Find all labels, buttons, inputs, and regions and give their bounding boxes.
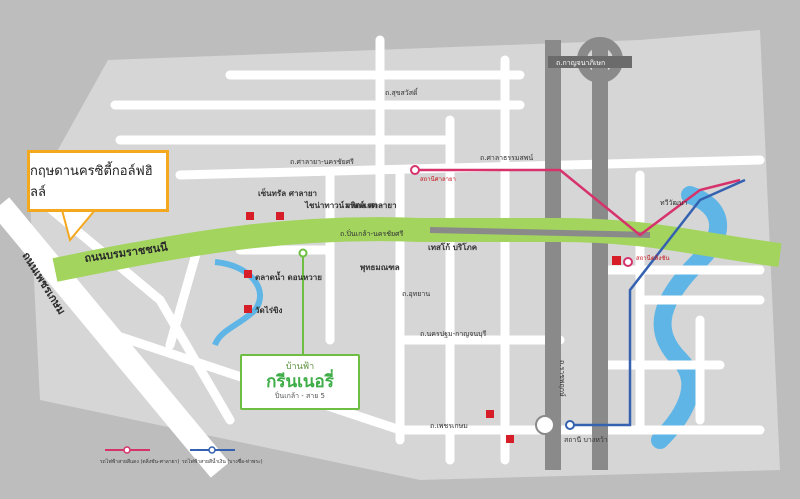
river-west [212,259,263,347]
legend: รถไฟฟ้าสายสีแดง (ตลิ่งชัน-ศาลายา) รถไฟฟ้… [100,446,263,465]
label-salaya-market: ตลาดน้ำ ดอนหวาย [255,271,322,282]
road-label-bangkok-kanchanaburi: ถ.นครปฐม-กาญจนบุรี [420,330,487,338]
road-label-pinklao: ถ.ปิ่นเกล้า-นครชัยศรี [340,229,404,238]
road-label-sala-thammasop: ถ.ศาลาธรรมสพน์ [480,154,533,162]
red-line-station [410,165,420,175]
legend-blue-line: รถไฟฟ้าสายสีน้ำเงิน (บางซื่อ-ท่าพระ) [182,456,263,465]
blue-line-station [565,420,575,430]
project-subtitle: ปิ่นเกล้า - สาย 5 [274,392,326,400]
road-label-nakhon-chaisi: ถ.ศาลายา-นครชัยศรี [290,158,354,166]
callout-text: กฤษดานครซิตี้กอล์ฟฮิลล์ [30,164,153,200]
label-mahidol: มหิดล ศาลายา [345,201,397,210]
road-label-kanchanaphisek: ถ.กาญจนาภิเษก [556,59,605,67]
road-label-utthayan: ถ.อุทยาน [402,290,430,298]
red-line-rail [415,168,741,237]
road-label-ratchaphruek: ถ.ราชพฤกษ์ [558,360,566,397]
label-central-salaya: เซ็นทรัล ศาลายา [258,187,317,198]
label-wat-rai-khing: วัดไร่ขิง [255,305,282,315]
borommaratchachonnani-road [52,217,782,282]
label-central-pinklao: ไชน่าทาวน์ เวสต์เกต [304,200,377,210]
label-thawi-watthana: ทวีวัฒนา [660,199,688,207]
label-tesco-bori: เทสโก้ บริโภค [428,242,477,252]
label-bangwa: สถานี บางหว้า [564,436,608,444]
label-taling-chan: สถานีตลิ่งชัน [636,254,669,262]
blue-line-rail [570,178,746,427]
legend-red-line: รถไฟฟ้าสายสีแดง (ตลิ่งชัน-ศาลายา) [100,458,179,465]
sirindhorn-expressway [429,227,651,238]
project-brand: บ้านฟ้า [285,362,315,372]
label-salathammasop-station: สถานีศาลายา [420,175,456,183]
project-pin [298,248,308,258]
river [651,186,727,449]
callout-golf-hill: กฤษดานครซิตี้กอล์ฟฮิลล์ [27,150,169,212]
road-label-suksawat: ถ.สุขสวัสดิ์ [385,87,419,97]
interchange-icon [535,415,555,435]
road-label-phetkasem-bottom: ถ.เพชรเกษม [430,422,468,430]
project-name: กรีนเนอรี่ [266,372,334,392]
phetkasem-road [0,197,230,478]
red-line-station-taling-chan [623,257,633,267]
landmark-markers [244,212,621,443]
local-roads [35,35,765,465]
label-buddhamonthon-park: พุทธมณฑล [360,263,400,273]
project-box: บ้านฟ้า กรีนเนอรี่ ปิ่นเกล้า - สาย 5 [240,354,360,410]
kanchanaphisek-top-label-bg [548,56,632,68]
